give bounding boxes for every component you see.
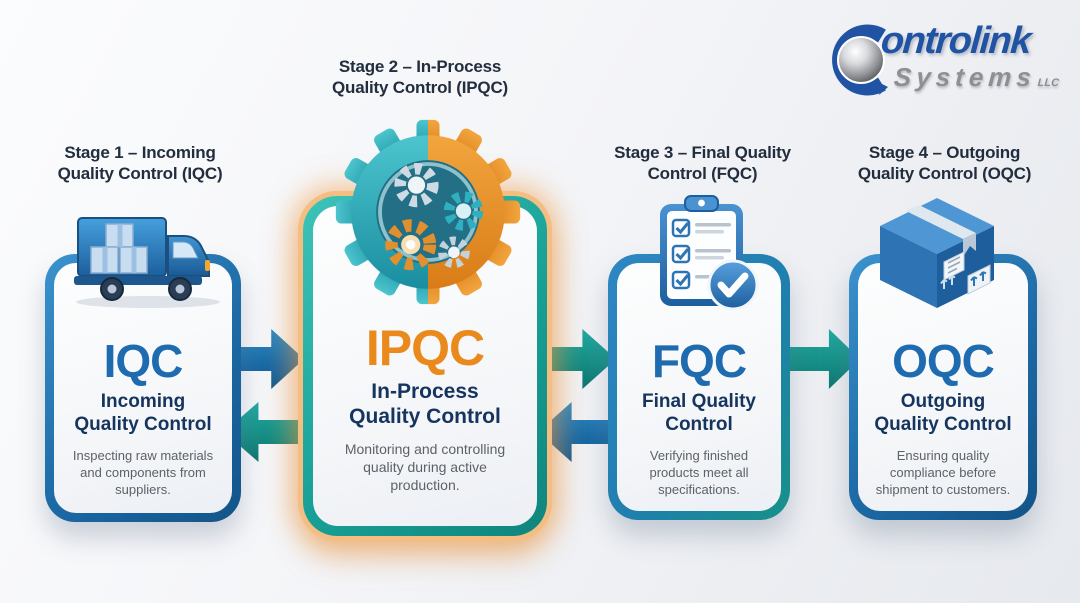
oqc-subtitle-line1: Outgoing [900, 391, 986, 412]
clipboard-checklist-icon [660, 195, 759, 311]
oqc-description: Ensuring quality compliance before shipm… [875, 448, 1011, 497]
iqc-subtitle: Incoming Quality Control [74, 390, 211, 436]
logo-wordmark: ontrolink [879, 20, 1032, 62]
fqc-acronym: FQC [651, 335, 747, 387]
card-fqc: FQC Final Quality Control Verifying fini… [608, 254, 790, 520]
stage-4-header: Stage 4 – Outgoing Quality Control (OQC) [822, 142, 1067, 184]
stage-1-header-line1: Stage 1 – Incoming [64, 143, 216, 162]
fqc-subtitle: Final Quality Control [642, 390, 756, 436]
oqc-acronym: OQC [892, 335, 995, 387]
shipping-box-icon [880, 198, 994, 308]
fqc-subtitle-line1: Final Quality [641, 391, 757, 412]
stage-4-header-line2: Quality Control (OQC) [857, 164, 1032, 183]
logo-systems-label: Systems [892, 62, 1038, 92]
ipqc-subtitle-line2: Quality Control [349, 405, 501, 428]
arrow-ipqc-to-fqc [536, 329, 616, 389]
arrow-fqc-to-ipqc [538, 402, 618, 462]
iqc-subtitle-line1: Incoming [100, 391, 186, 412]
gears-icon [335, 119, 521, 305]
logo-systems-text: SystemsLLC [893, 62, 1061, 93]
iqc-subtitle-line2: Quality Control [74, 414, 212, 435]
stage-1-header: Stage 1 – Incoming Quality Control (IQC) [15, 142, 265, 184]
stage-2-header-line2: Quality Control (IPQC) [332, 78, 508, 97]
fqc-subtitle-line2: Control [665, 414, 733, 435]
stage-2-header-line1: Stage 2 – In-Process [338, 57, 502, 76]
logo: ontrolink SystemsLLC [826, 12, 1072, 104]
ipqc-acronym: IPQC [365, 320, 485, 376]
ipqc-subtitle-line1: In-Process [371, 380, 479, 403]
oqc-subtitle-line2: Quality Control [874, 414, 1012, 435]
logo-sphere-icon [832, 24, 888, 96]
card-oqc: OQC Outgoing Quality Control Ensuring qu… [849, 254, 1037, 520]
fqc-description: Verifying finished products meet all spe… [649, 448, 749, 497]
stage-1-header-line2: Quality Control (IQC) [57, 164, 223, 183]
logo-llc-label: LLC [1037, 77, 1060, 89]
stage-3-header: Stage 3 – Final Quality Control (FQC) [580, 142, 825, 184]
stage-3-header-line2: Control (FQC) [647, 164, 758, 183]
ipqc-subtitle: In-Process Quality Control [349, 379, 501, 429]
stage-3-header-line1: Stage 3 – Final Quality [614, 143, 791, 162]
iqc-description: Inspecting raw materials and components … [72, 448, 214, 497]
ipqc-description: Monitoring and controlling quality durin… [344, 441, 506, 493]
stage-2-header: Stage 2 – In-Process Quality Control (IP… [295, 56, 545, 98]
delivery-truck-icon [74, 217, 220, 308]
oqc-subtitle: Outgoing Quality Control [874, 390, 1011, 436]
stage-4-header-line1: Stage 4 – Outgoing [868, 143, 1021, 162]
iqc-acronym: IQC [103, 335, 184, 387]
